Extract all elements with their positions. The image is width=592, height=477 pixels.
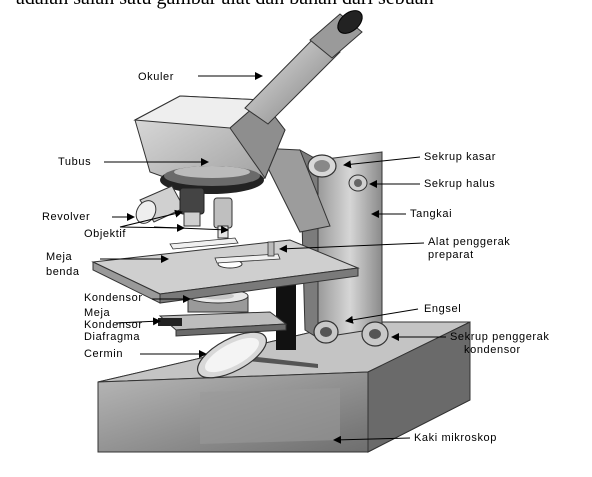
eyepiece-tube: [245, 6, 367, 124]
label-meja-benda-line1: Meja: [46, 251, 72, 263]
label-sekrup-kasar: Sekrup kasar: [424, 151, 496, 163]
label-okuler: Okuler: [138, 71, 174, 83]
label-kondensor: Kondensor: [84, 292, 143, 304]
label-meja-kondensor-line2: Kondensor: [84, 319, 143, 331]
label-meja-kondensor-line1: Meja: [84, 307, 110, 319]
label-tangkai: Tangkai: [410, 208, 452, 220]
label-engsel: Engsel: [424, 303, 461, 315]
label-sekrup-penggerak-line2: kondensor: [464, 344, 521, 356]
label-alat-penggerak-line2: preparat: [428, 249, 474, 261]
label-alat-penggerak-line1: Alat penggerak: [428, 236, 510, 248]
label-tubus: Tubus: [58, 156, 91, 168]
label-sekrup-halus: Sekrup halus: [424, 178, 495, 190]
label-meja-benda-line2: benda: [46, 266, 80, 278]
label-cermin: Cermin: [84, 348, 123, 360]
label-diafragma: Diafragma: [84, 331, 140, 343]
label-kaki-mikroskop: Kaki mikroskop: [414, 432, 497, 444]
label-revolver: Revolver: [42, 211, 90, 223]
label-sekrup-penggerak-line1: Sekrup penggerak: [450, 331, 550, 343]
label-objektif: Objektif: [84, 228, 126, 240]
